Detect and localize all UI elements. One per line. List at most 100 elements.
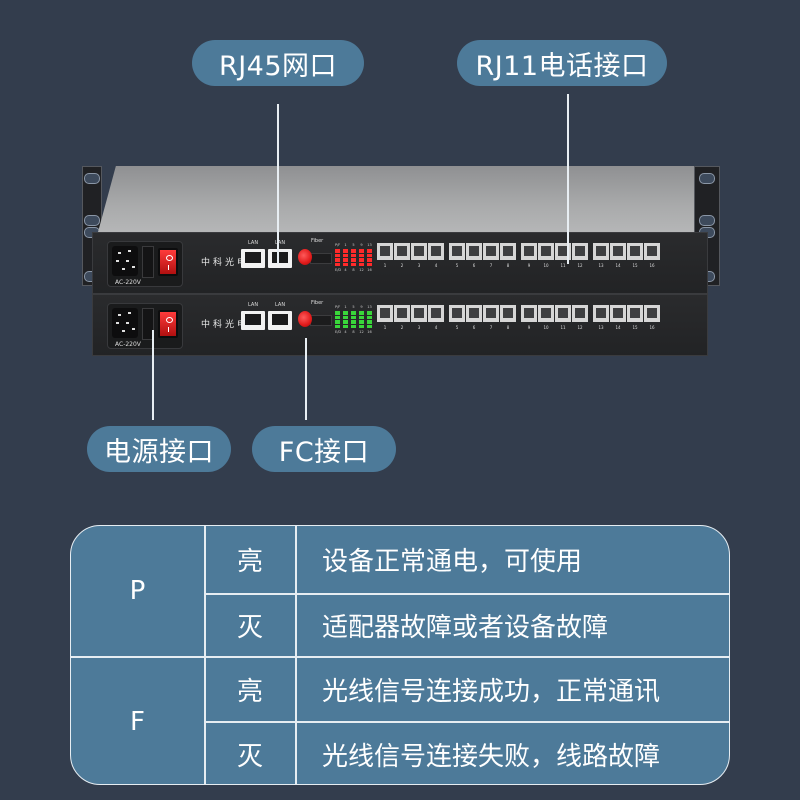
led-segment xyxy=(367,320,372,324)
status-led xyxy=(367,311,372,328)
rj45-port[interactable] xyxy=(268,249,292,268)
pin xyxy=(122,268,125,270)
rj11-phone-port[interactable] xyxy=(411,305,427,322)
rj11-phone-port[interactable] xyxy=(500,243,516,260)
rj45-port[interactable] xyxy=(241,249,265,268)
rj11-phone-port[interactable] xyxy=(593,305,609,322)
rj11-phone-port[interactable] xyxy=(428,305,444,322)
pin xyxy=(126,260,129,262)
led-segment xyxy=(343,320,348,324)
port-number: 12 xyxy=(577,325,583,330)
led-status-table: P 亮 设备正常通电，可使用 灭 适配器故障或者设备故障 F 亮 光线信号连接成… xyxy=(70,525,730,785)
power-callout-label: 电源接口 xyxy=(104,436,214,468)
rj11-phone-port[interactable] xyxy=(610,243,626,260)
led-label: P/F xyxy=(335,243,341,247)
rj11-phone-port[interactable] xyxy=(572,243,588,260)
pin xyxy=(126,322,129,324)
led-segment xyxy=(367,258,372,262)
port-number: 3 xyxy=(417,325,421,330)
pin xyxy=(128,250,131,252)
rj11-phone-port[interactable] xyxy=(377,243,393,260)
port-number: 2 xyxy=(400,325,404,330)
rj11-phone-port[interactable] xyxy=(466,243,482,260)
status-led xyxy=(359,249,364,266)
fc-fiber-connector[interactable] xyxy=(298,311,312,327)
led-segment xyxy=(351,324,356,328)
rj11-phone-port[interactable] xyxy=(521,305,537,322)
table-divider xyxy=(295,526,297,784)
led-segment xyxy=(335,320,340,324)
state-label: 亮 xyxy=(236,676,263,707)
rj11-phone-port[interactable] xyxy=(411,243,427,260)
rj45-port[interactable] xyxy=(268,311,292,330)
port-number: 4 xyxy=(434,325,438,330)
description-cell: 光线信号连接失败，线路故障 xyxy=(296,722,729,784)
rj11-phone-port[interactable] xyxy=(644,243,660,260)
rj45-port[interactable] xyxy=(241,311,265,330)
led-segment xyxy=(359,320,364,324)
pin xyxy=(116,322,119,324)
rj11-phone-port[interactable] xyxy=(627,243,643,260)
led-segment xyxy=(351,315,356,319)
mount-hole xyxy=(699,173,715,184)
status-led xyxy=(343,311,348,328)
led-label: E/D xyxy=(335,330,342,334)
port-number: 13 xyxy=(598,325,604,330)
pin xyxy=(116,260,119,262)
brand-logo: 中科光电 xyxy=(201,258,250,268)
rj11-phone-port[interactable] xyxy=(377,305,393,322)
rj11-phone-port[interactable] xyxy=(449,305,465,322)
rj11-phone-port[interactable] xyxy=(572,305,588,322)
state-cell: 亮 xyxy=(205,526,295,593)
port-number: 14 xyxy=(615,263,621,268)
rj11-phone-port[interactable] xyxy=(483,243,499,260)
port-number: 6 xyxy=(472,325,476,330)
led-label: 9 xyxy=(360,305,363,309)
fiber-transceiver xyxy=(310,315,332,326)
ac-inlet-socket[interactable] xyxy=(112,246,138,276)
port-number: 1 xyxy=(383,325,387,330)
rj11-phone-port[interactable] xyxy=(428,243,444,260)
rj11-phone-port[interactable] xyxy=(466,305,482,322)
port-number: 1 xyxy=(383,263,387,268)
lan-label: LAN xyxy=(248,240,259,246)
rj11-phone-port[interactable] xyxy=(610,305,626,322)
rj11-phone-port[interactable] xyxy=(593,243,609,260)
rj11-phone-port[interactable] xyxy=(483,305,499,322)
rj11-phone-port[interactable] xyxy=(555,305,571,322)
power-switch[interactable] xyxy=(158,310,178,338)
rj11-phone-port[interactable] xyxy=(521,243,537,260)
port-number: 4 xyxy=(434,263,438,268)
fiber-label: Fiber xyxy=(311,238,324,244)
pin xyxy=(132,266,135,268)
led-label: 16 xyxy=(367,330,372,334)
mount-hole xyxy=(84,173,100,184)
port-number: 13 xyxy=(598,263,604,268)
description-cell: 适配器故障或者设备故障 xyxy=(296,594,729,656)
rj11-phone-port[interactable] xyxy=(644,305,660,322)
led-label: 13 xyxy=(367,243,372,247)
port-number: 14 xyxy=(615,325,621,330)
led-label: 13 xyxy=(367,305,372,309)
led-segment xyxy=(367,253,372,257)
led-segment xyxy=(343,324,348,328)
table-divider xyxy=(204,526,206,784)
fiber-transceiver xyxy=(310,253,332,264)
led-label: E/D xyxy=(335,268,342,272)
ac-inlet-socket[interactable] xyxy=(112,308,138,338)
rj11-port-bank xyxy=(593,305,660,322)
rj11-phone-port[interactable] xyxy=(538,243,554,260)
voltage-label: AC-220V xyxy=(115,341,141,348)
rj11-phone-port[interactable] xyxy=(394,243,410,260)
rj11-phone-port[interactable] xyxy=(500,305,516,322)
led-label: P/F xyxy=(335,305,341,309)
fc-fiber-connector[interactable] xyxy=(298,249,312,265)
rj11-phone-port[interactable] xyxy=(449,243,465,260)
rj11-phone-port[interactable] xyxy=(538,305,554,322)
rj11-phone-port[interactable] xyxy=(394,305,410,322)
rj11-phone-port[interactable] xyxy=(627,305,643,322)
port-number: 16 xyxy=(649,263,655,268)
power-switch[interactable] xyxy=(158,248,178,276)
